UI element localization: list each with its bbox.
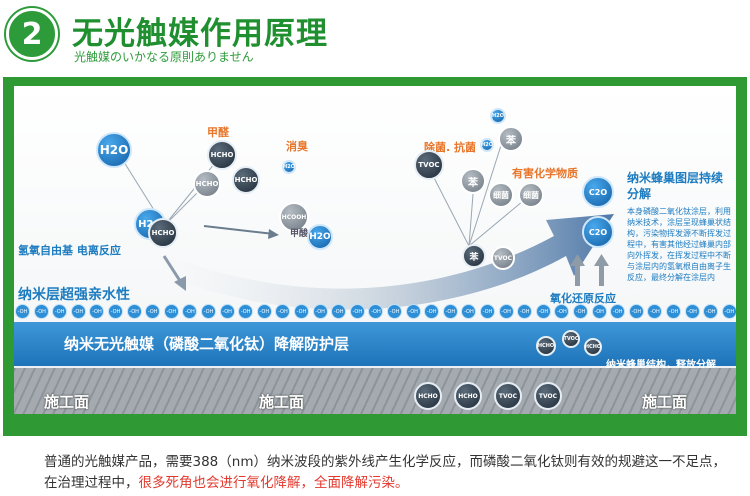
hcho-molecule: HCHO <box>414 382 442 410</box>
hydroxyl-bubble: -OH <box>15 304 30 319</box>
label-honeycomb-release: 纳米蜂巢结构，释放分解 <box>606 360 716 371</box>
hydroxyl-bubble: -OH <box>517 304 533 319</box>
hydroxyl-bubble: -OH <box>405 304 421 319</box>
label-hydrophilic: 纳米层超强亲水性 <box>18 287 130 303</box>
hydroxyl-bubble: -OH <box>573 304 588 319</box>
hydroxyl-bubble: -OH <box>294 304 309 319</box>
c2o-molecule: C2O <box>582 176 614 208</box>
hydroxyl-bubble: -OH <box>535 304 551 319</box>
caption-line1: 普通的光触媒产品，需要388（nm）纳米波段的紫外线产生化学反应，而磷酸二氧化钛… <box>44 454 726 470</box>
tvoc-molecule: TVOC <box>494 382 522 410</box>
hydroxyl-bubble: -OH <box>256 304 272 319</box>
hydroxyl-layer: -OH-OH-OH-OH-OH-OH-OH-OH-OH-OH-OH-OH-OH-… <box>14 304 736 320</box>
caption-line2-prefix: 在治理过程中， <box>44 475 139 491</box>
hcho-molecule: HCHO <box>207 140 237 170</box>
hydroxyl-bubble: -OH <box>461 304 477 319</box>
label-formaldehyde: 甲醛 <box>207 126 229 139</box>
bacteria-molecule: 细菌 <box>518 182 544 208</box>
ground-label: 施工面 <box>44 393 90 411</box>
hydroxyl-bubble: -OH <box>554 304 570 319</box>
hydroxyl-bubble: -OH <box>70 304 86 319</box>
hcho-molecule: HCHO <box>536 336 556 356</box>
h2o-small-molecule: H2O <box>480 138 494 152</box>
hydroxyl-bubble: -OH <box>108 304 123 319</box>
caption: 普通的光触媒产品，需要388（nm）纳米波段的紫外线产生化学反应，而磷酸二氧化钛… <box>44 452 734 494</box>
hydroxyl-bubble: -OH <box>424 304 440 319</box>
page-title: 无光触媒作用原理 <box>72 16 328 52</box>
hydroxyl-bubble: -OH <box>52 304 68 319</box>
label-hydroxyl-radical: 氢氧自由基 电离反应 <box>18 244 121 257</box>
hcho-molecule: HCHO <box>584 338 602 356</box>
benzene-molecule: 苯 <box>460 168 486 194</box>
hcho-molecule: HCHO <box>232 166 260 194</box>
hydroxyl-bubble: -OH <box>182 304 198 319</box>
h2o-molecule: H2O <box>307 224 333 250</box>
hydroxyl-bubble: -OH <box>666 304 681 319</box>
tvoc-molecule: TVOC <box>491 246 515 270</box>
h2o-small-molecule: H2O <box>490 108 506 124</box>
hydroxyl-bubble: -OH <box>275 304 291 319</box>
hydroxyl-bubble: -OH <box>498 304 514 319</box>
benzene-molecule: 苯 <box>498 126 524 152</box>
c2o-molecule: C2O <box>582 216 614 248</box>
ground-label: 施工面 <box>259 393 305 411</box>
hydroxyl-bubble: -OH <box>349 304 365 319</box>
h2o-small-molecule: H2O <box>282 160 296 174</box>
label-harmful-chemicals: 有害化学物质 <box>512 167 578 180</box>
tvoc-molecule: TVOC <box>562 330 580 348</box>
hcho-molecule: HCHO <box>193 170 221 198</box>
label-deodorize: 消臭 <box>286 140 308 153</box>
tvoc-molecule: TVOC <box>534 382 562 410</box>
hydroxyl-bubble: -OH <box>33 304 49 319</box>
hydroxyl-bubble: -OH <box>126 304 142 319</box>
hydroxyl-bubble: -OH <box>591 304 607 319</box>
label-honeycomb-title: 纳米蜂巢图层持续分解 <box>627 171 724 201</box>
hydroxyl-bubble: -OH <box>703 304 719 319</box>
hydroxyl-bubble: -OH <box>89 304 105 319</box>
caption-highlight: 很多死角也会进行氧化降解，全面降解污染。 <box>138 475 409 491</box>
construction-surface <box>14 368 736 414</box>
hydroxyl-bubble: -OH <box>238 304 254 319</box>
hydroxyl-bubble: -OH <box>684 304 700 319</box>
hydroxyl-bubble: -OH <box>145 304 161 319</box>
hydroxyl-bubble: -OH <box>442 304 458 319</box>
label-sterilize: 除菌. 抗菌 <box>424 141 477 154</box>
tvoc-molecule: TVOC <box>414 150 444 180</box>
protective-layer-band <box>14 322 736 366</box>
bacteria-molecule: 细菌 <box>488 182 514 208</box>
hcooh-molecule: HCOOH <box>279 202 309 232</box>
ground-label: 施工面 <box>642 393 688 411</box>
hydroxyl-bubble: -OH <box>610 304 626 319</box>
hydroxyl-bubble: -OH <box>721 304 736 319</box>
hydroxyl-bubble: -OH <box>312 304 328 319</box>
hydroxyl-bubble: -OH <box>163 304 179 319</box>
hydroxyl-bubble: -OH <box>628 304 644 319</box>
hcho-molecule: HCHO <box>454 382 482 410</box>
hcho-molecule: HCHO <box>148 218 178 248</box>
protective-layer-label: 纳米无光触媒（磷酸二氧化钛）降解防护层 <box>64 335 350 353</box>
step-number-badge: 2 <box>6 8 58 60</box>
hydroxyl-bubble: -OH <box>368 304 384 319</box>
hydroxyl-bubble: -OH <box>647 304 663 319</box>
hydroxyl-bubble: -OH <box>219 304 235 319</box>
hydroxyl-bubble: -OH <box>201 304 216 319</box>
benzene-molecule: 苯 <box>462 244 486 268</box>
page-subtitle: 光触媒のいかなる原則ありません <box>74 50 254 64</box>
honeycomb-description: 本身磷酸二氧化钛涂层，利用纳米技术，涂层呈现蜂巢状结构，污染物挥发源不断挥发过程… <box>627 207 731 282</box>
label-redox: 氧化还原反应 <box>550 292 616 305</box>
hydroxyl-bubble: -OH <box>387 304 402 319</box>
diagram-panel: 甲醛 消臭 除菌. 抗菌 有害化学物质 氢氧自由基 电离反应 纳米层超强亲水性 … <box>14 86 736 414</box>
h2o-molecule: H2O <box>96 132 132 168</box>
label-formic-acid: 甲酸 <box>290 229 309 239</box>
hydroxyl-bubble: -OH <box>480 304 495 319</box>
hydroxyl-bubble: -OH <box>331 304 347 319</box>
